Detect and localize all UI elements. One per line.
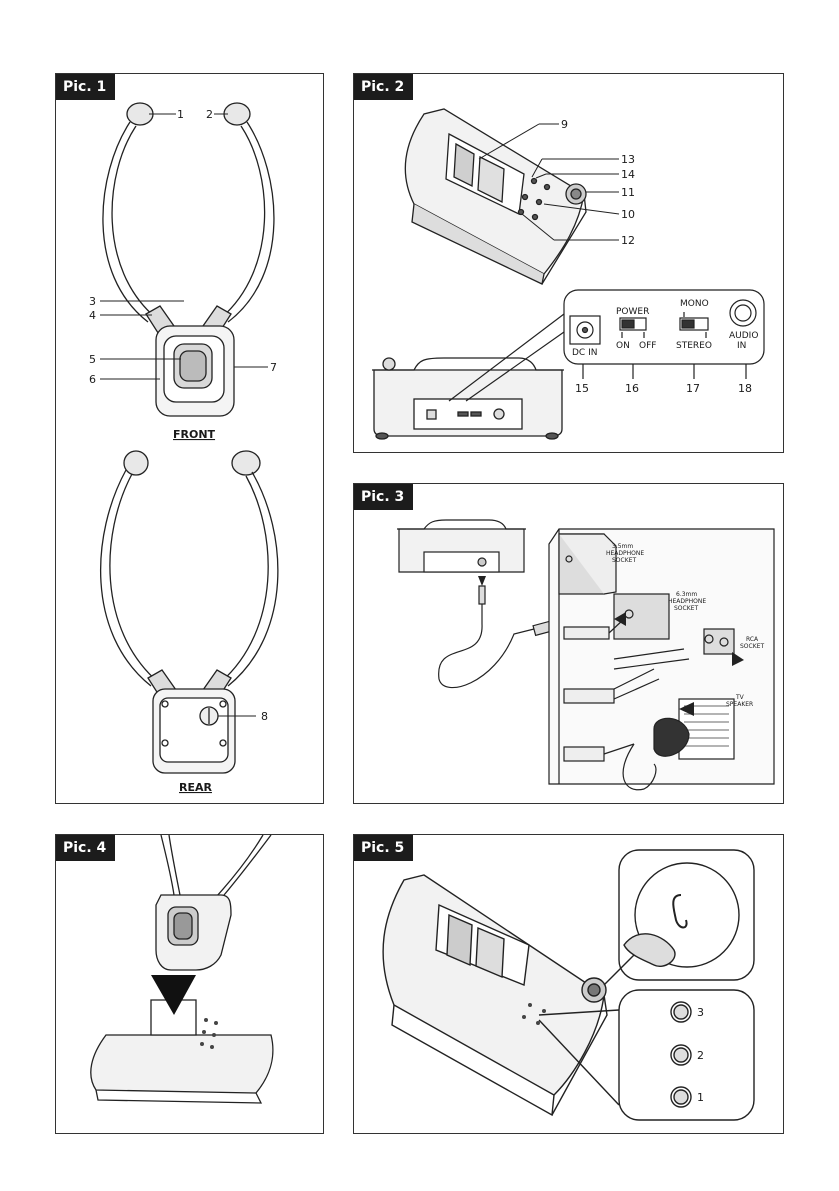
headset-rear: [101, 451, 278, 773]
off-label: OFF: [639, 341, 656, 351]
callout-2: 2: [206, 108, 213, 121]
rca-line2: SOCKET: [740, 643, 764, 650]
on-label: ON: [616, 341, 630, 351]
front-label: FRONT: [173, 428, 216, 441]
callout-16: 16: [625, 382, 639, 395]
base-station-top: [405, 109, 586, 284]
mono-label: MONO: [680, 299, 709, 309]
callout-17: 17: [686, 382, 700, 395]
callout-8: 8: [261, 710, 268, 723]
tv-line1: TV: [735, 694, 745, 701]
rca-line1: RCA: [746, 636, 759, 643]
base-station-illustration: 9 13 14 11 10 12: [354, 74, 785, 454]
socket-63-line3: SOCKET: [674, 605, 698, 612]
socket-63-line1: 6.3mm: [676, 591, 697, 598]
callout-1: 1: [177, 108, 184, 121]
arrow-down-icon: [478, 576, 486, 586]
level-1-label: 1: [697, 1091, 704, 1104]
panel-pic3: Pic. 3: [353, 483, 784, 804]
callout-7: 7: [270, 361, 277, 374]
level-3-label: 3: [697, 1006, 704, 1019]
rear-label: REAR: [179, 781, 212, 794]
stereo-label: STEREO: [676, 341, 712, 351]
panel-pic4: Pic. 4: [55, 834, 324, 1134]
callout-15: 15: [575, 382, 589, 395]
callout-13: 13: [621, 153, 635, 166]
callout-14: 14: [621, 168, 635, 181]
callout-12: 12: [621, 234, 635, 247]
callout-3: 3: [89, 295, 96, 308]
dc-in-label: DC IN: [572, 348, 597, 358]
audio-label: AUDIO: [729, 331, 758, 341]
headset-front: [103, 103, 274, 416]
panel-pic1: Pic. 1: [55, 73, 324, 804]
level-2-label: 2: [697, 1049, 704, 1062]
panel-pic5: Pic. 5: [353, 834, 784, 1134]
socket-35-line1: 3.5mm: [612, 543, 633, 550]
base-station-rear: [372, 358, 564, 439]
callout-11: 11: [621, 186, 635, 199]
callout-18: 18: [738, 382, 752, 395]
socket-35-line3: SOCKET: [612, 557, 636, 564]
headset-illustration: 1 2 3 4 5 6 7 FRONT: [56, 74, 325, 805]
callout-4: 4: [89, 309, 96, 322]
callout-5: 5: [89, 353, 96, 366]
tv-line2: SPEAKER: [726, 701, 753, 708]
socket-63-line2: HEADPHONE: [668, 598, 706, 605]
callout-10: 10: [621, 208, 635, 221]
panel-pic2: Pic. 2 9 13 14 1: [353, 73, 784, 453]
callout-9: 9: [561, 118, 568, 131]
callout-6: 6: [89, 373, 96, 386]
base-station-small: [397, 520, 526, 572]
in-label: IN: [737, 341, 746, 351]
charging-illustration: [56, 835, 325, 1135]
power-label: POWER: [616, 307, 649, 317]
volume-level-illustration: 3 2 1: [354, 835, 785, 1135]
connection-illustration: 3.5mm HEADPHONE SOCKET 6.3mm HEADPHONE S…: [354, 484, 785, 805]
socket-35-line2: HEADPHONE: [606, 550, 644, 557]
